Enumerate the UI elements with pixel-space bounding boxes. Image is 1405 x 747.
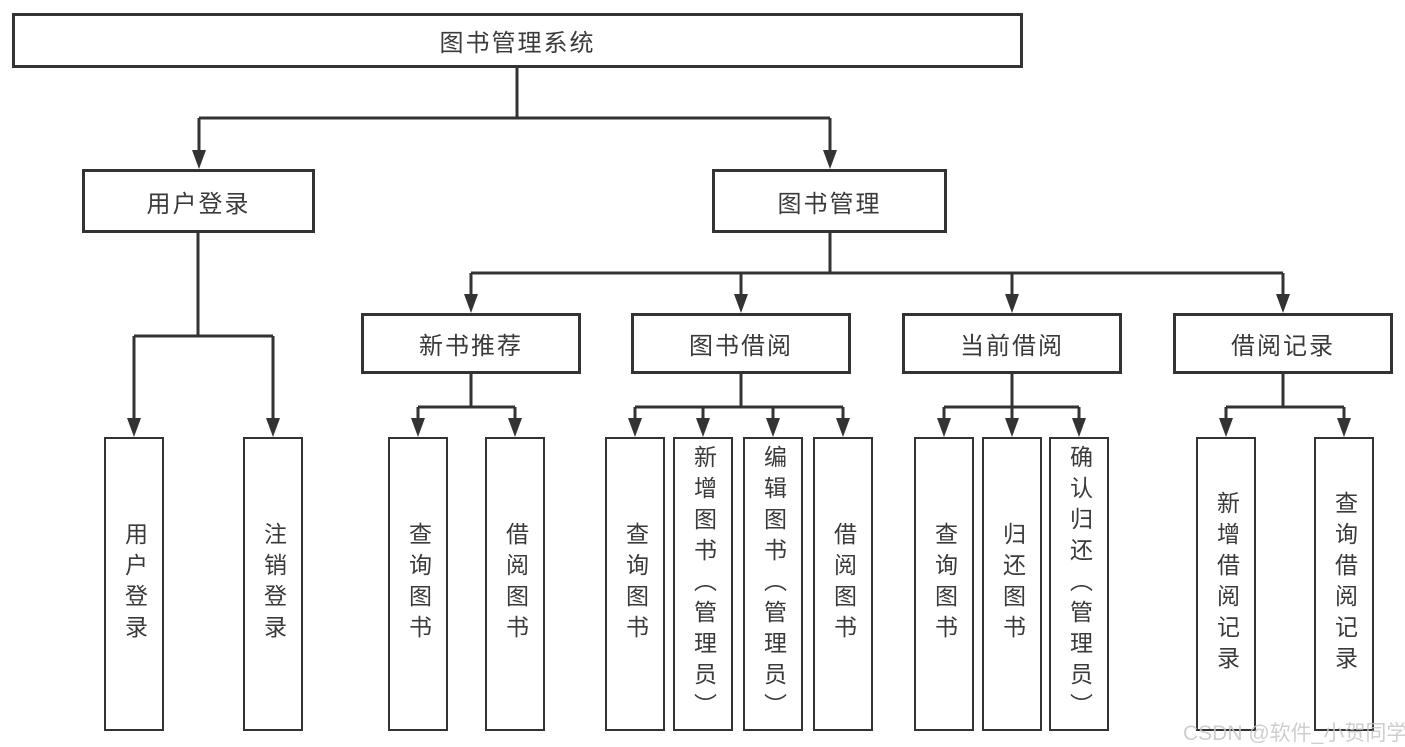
leaf-label: 用户登录 bbox=[121, 522, 148, 646]
leaf-add-borrow-record: 新增借阅记录 bbox=[1196, 437, 1256, 731]
node-current-borrowing: 当前借阅 bbox=[902, 313, 1122, 374]
node-label: 图书管理 bbox=[777, 190, 882, 218]
leaf-logout: 注销登录 bbox=[243, 437, 303, 731]
leaf-return-book: 归还图书 bbox=[982, 437, 1042, 731]
watermark: CSDN @软件_小贺同学 bbox=[1183, 722, 1405, 745]
node-label: 当前借阅 bbox=[960, 333, 1064, 360]
arrowhead bbox=[836, 418, 850, 437]
connector-root-to-level2 bbox=[197, 68, 832, 152]
node-book-management: 图书管理 bbox=[712, 169, 947, 233]
node-borrowing-records: 借阅记录 bbox=[1173, 313, 1393, 374]
arrowhead bbox=[734, 294, 748, 313]
connector-bookmgmt-to-level3 bbox=[469, 233, 1285, 296]
arrowhead bbox=[266, 418, 280, 437]
leaf-label: 查询借阅记录 bbox=[1331, 491, 1358, 677]
arrowhead bbox=[1005, 294, 1019, 313]
node-label: 新书推荐 bbox=[419, 333, 523, 360]
arrowhead bbox=[823, 150, 837, 169]
leaf-label: 编辑图书（管理员） bbox=[760, 444, 787, 724]
leaf-label: 新增图书（管理员） bbox=[690, 444, 717, 724]
arrowhead bbox=[1337, 418, 1351, 437]
connector-bookborrow-to-leaves bbox=[633, 374, 845, 420]
leaf-label: 注销登录 bbox=[260, 522, 287, 646]
node-new-book-recommendation: 新书推荐 bbox=[361, 313, 581, 374]
arrowhead bbox=[1072, 418, 1086, 437]
leaf-label: 查询图书 bbox=[622, 522, 649, 646]
node-label: 用户登录 bbox=[146, 190, 251, 218]
leaf-edit-book-admin: 编辑图书（管理员） bbox=[743, 437, 803, 731]
leaf-label: 借阅图书 bbox=[502, 522, 529, 646]
leaf-search-borrow-record: 查询借阅记录 bbox=[1314, 437, 1374, 731]
leaf-add-book-admin: 新增图书（管理员） bbox=[673, 437, 733, 731]
arrowhead bbox=[696, 418, 710, 437]
leaf-borrow-books: 借阅图书 bbox=[813, 437, 873, 731]
arrowhead bbox=[937, 418, 951, 437]
arrowhead bbox=[1005, 418, 1019, 437]
arrowhead bbox=[766, 418, 780, 437]
arrowhead bbox=[628, 418, 642, 437]
node-label: 图书管理系统 bbox=[439, 30, 596, 57]
connector-userlogin-to-leaves bbox=[132, 233, 275, 420]
leaf-user-login: 用户登录 bbox=[104, 437, 164, 731]
node-user-login: 用户登录 bbox=[82, 169, 315, 233]
arrowhead bbox=[127, 418, 141, 437]
arrowhead bbox=[411, 418, 425, 437]
connector-records-to-leaves bbox=[1224, 374, 1346, 420]
arrowhead bbox=[508, 418, 522, 437]
leaf-borrow-books: 借阅图书 bbox=[485, 437, 545, 731]
leaf-confirm-return-admin: 确认归还（管理员） bbox=[1049, 437, 1109, 731]
leaf-label: 查询图书 bbox=[405, 522, 432, 646]
arrowhead bbox=[1219, 418, 1233, 437]
node-label: 图书借阅 bbox=[689, 333, 793, 360]
leaf-label: 借阅图书 bbox=[830, 522, 857, 646]
leaf-label: 归还图书 bbox=[999, 522, 1026, 646]
node-book-borrowing: 图书借阅 bbox=[631, 313, 851, 374]
connector-currentborrow-to-leaves bbox=[942, 374, 1081, 420]
leaf-search-books: 查询图书 bbox=[605, 437, 665, 731]
arrowhead bbox=[192, 150, 206, 169]
arrowhead bbox=[1276, 294, 1290, 313]
node-library-management-system: 图书管理系统 bbox=[12, 13, 1023, 68]
leaf-label: 新增借阅记录 bbox=[1213, 491, 1240, 677]
leaf-search-books: 查询图书 bbox=[388, 437, 448, 731]
leaf-label: 确认归还（管理员） bbox=[1066, 444, 1093, 724]
connector-newbook-to-leaves bbox=[416, 374, 517, 420]
leaf-search-books: 查询图书 bbox=[914, 437, 974, 731]
leaf-label: 查询图书 bbox=[931, 522, 958, 646]
arrowhead bbox=[464, 294, 478, 313]
node-label: 借阅记录 bbox=[1231, 333, 1335, 360]
